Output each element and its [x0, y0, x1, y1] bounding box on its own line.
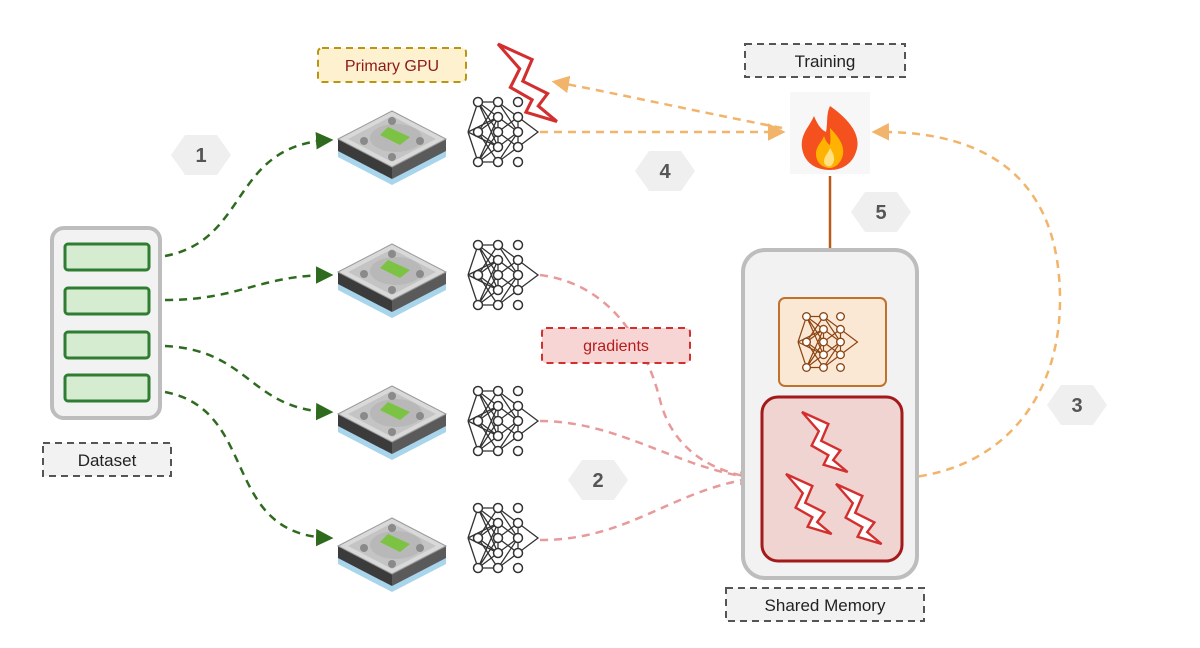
dataset-label-box: Dataset	[42, 442, 172, 477]
gpu-2-hard-drive-icon	[337, 243, 447, 319]
dataset-shard-3	[63, 330, 151, 360]
training-label-box: Training	[744, 43, 906, 78]
gradient-bolt-icon-2	[785, 472, 833, 536]
shared-gradients-box	[760, 395, 904, 563]
step-2-badge: 2	[568, 460, 628, 500]
gradient-bolt-icon-3	[835, 482, 883, 546]
dataset-shard-1	[63, 242, 151, 272]
gradients-label-box: gradients	[541, 327, 691, 364]
step-5-number: 5	[875, 202, 886, 224]
gpu-3-neural-network-icon	[467, 385, 539, 457]
dataset-container	[50, 226, 162, 420]
step-4-badge: 4	[635, 151, 695, 191]
training-label: Training	[795, 52, 856, 71]
step-3-number: 3	[1071, 395, 1082, 417]
dataset-to-gpu-arrows	[164, 131, 334, 547]
step-5-badge: 5	[851, 192, 911, 232]
primary-gpu-label-box: Primary GPU	[317, 47, 467, 83]
gradient-arrows	[539, 273, 759, 542]
shared-memory-container	[741, 248, 919, 580]
step-3-badge: 3	[1047, 385, 1107, 425]
gpu-1-hard-drive-icon	[337, 110, 447, 186]
shared-model-box	[778, 297, 887, 387]
shared-memory-label: Shared Memory	[765, 596, 886, 615]
primary-gpu-label: Primary GPU	[345, 58, 439, 75]
dataset-shard-4	[63, 373, 151, 403]
shared-memory-label-box: Shared Memory	[725, 587, 925, 622]
step-2-number: 2	[592, 470, 603, 492]
gpu-4-neural-network-icon	[467, 502, 539, 574]
gpu-3-hard-drive-icon	[337, 385, 447, 461]
lightning-bolt-icon	[496, 42, 558, 123]
dataset-label: Dataset	[78, 451, 137, 470]
gpu-4-hard-drive-icon	[337, 517, 447, 593]
dataset-shard-2	[63, 286, 151, 316]
step-1-number: 1	[195, 145, 206, 167]
step-1-badge: 1	[171, 135, 231, 175]
fire-icon	[790, 92, 870, 174]
gpu-2-neural-network-icon	[467, 239, 539, 311]
training-arrows	[540, 75, 1062, 480]
step-4-number: 4	[659, 161, 671, 183]
gradient-bolt-icon-1	[801, 410, 849, 474]
gradients-label: gradients	[583, 338, 649, 355]
